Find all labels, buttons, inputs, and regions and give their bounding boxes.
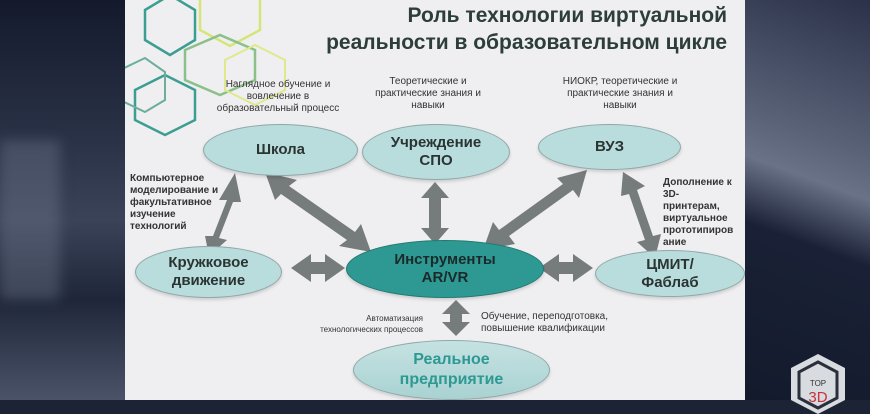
background-blur-text <box>760 0 781 103</box>
note-line: Наглядное обучение и <box>225 79 331 90</box>
note-circle: Компьютерное моделирование и факультатив… <box>130 173 230 233</box>
note-line: Обучение, переподготовка, <box>481 311 609 322</box>
node-real-enterprise: Реальное предприятие <box>353 340 550 400</box>
slide-title: Роль технологии виртуальной реальности в… <box>326 2 727 56</box>
note-line: моделирование и <box>130 185 219 196</box>
node-label: ВУЗ <box>595 138 624 155</box>
note-line: 3D- <box>663 189 680 200</box>
note-line: навыки <box>603 100 637 111</box>
arrow-school-circle <box>205 173 241 256</box>
arrow-center-cmit <box>539 254 593 282</box>
note-cmit: Дополнение к 3D- принтерам, виртуальное … <box>663 177 743 249</box>
arrow-center-enterprise <box>442 300 470 336</box>
node-label-line: Инструменты <box>394 251 496 268</box>
node-label-line: Кружковое <box>168 254 249 271</box>
node-label-line: СПО <box>419 152 453 169</box>
slide: Роль технологии виртуальной реальности в… <box>125 0 745 400</box>
diagram-graphics <box>125 0 661 336</box>
node-label-line: предприятие <box>399 371 504 388</box>
node-label-line: AR/VR <box>421 269 469 286</box>
note-line: Теоретические и <box>389 76 467 87</box>
node-label-line: Реальное <box>413 351 490 368</box>
note-line: ание <box>663 237 687 248</box>
node-label: Школа <box>255 141 306 158</box>
note-vuz: НИОКР, теоретические и практические знан… <box>550 76 690 112</box>
hexagon-decoration <box>125 0 286 137</box>
note-line: практические знания и <box>567 88 673 99</box>
note-line: технологий <box>130 221 187 232</box>
note-automation: Автоматизация технологических процессов <box>285 313 423 335</box>
title-line-1: Роль технологии виртуальной <box>407 4 727 27</box>
note-line: практические знания и <box>375 88 481 99</box>
node-cmit-fablab: ЦМИТ/Фаблаб <box>595 250 745 297</box>
note-spo: Теоретические и практические знания и на… <box>363 76 493 112</box>
node-label-line: ЦМИТ/ <box>646 255 694 273</box>
node-label: ЦМИТ/Фаблаб <box>641 256 698 292</box>
note-school: Наглядное обучение и вовлечение в образо… <box>203 79 353 115</box>
node-label-line: движение <box>171 272 246 289</box>
background-left <box>0 0 125 400</box>
note-line: технологических процессов <box>320 325 423 334</box>
title-line-2: реальности в образовательном цикле <box>326 31 727 54</box>
node-label-line: Фаблаб <box>641 273 699 291</box>
node-vuz: ВУЗ <box>538 124 681 170</box>
logo-top-text: TOP <box>810 379 826 388</box>
note-line: вовлечение в <box>246 91 310 102</box>
note-line: виртуальное <box>663 213 728 224</box>
note-line: Компьютерное <box>130 173 205 184</box>
note-line: повышение квалификации <box>481 323 605 334</box>
arrow-vuz-cmit <box>621 172 661 258</box>
note-line: факультативное <box>130 197 212 208</box>
note-line: Автоматизация <box>366 314 423 323</box>
note-line: НИОКР, теоретические и <box>562 76 678 87</box>
note-line: навыки <box>411 100 445 111</box>
top3d-logo: TOP 3D <box>791 354 845 414</box>
node-label-line: Учреждение <box>390 134 482 151</box>
node-school: Школа <box>203 124 358 176</box>
note-line: прототипиров <box>663 225 734 236</box>
logo-3d-text: 3D <box>808 389 827 406</box>
note-line: изучение <box>130 209 176 220</box>
note-line: Дополнение к <box>663 177 732 188</box>
arrow-circle-center <box>291 254 345 282</box>
arrow-school-center <box>265 172 371 252</box>
note-training: Обучение, переподготовка, повышение квал… <box>481 311 651 335</box>
note-line: принтерам, <box>663 201 720 212</box>
background-right <box>745 0 870 400</box>
node-label: Реальное предприятие <box>400 350 504 390</box>
arrow-vuz-center <box>483 170 587 250</box>
note-line: образовательный процесс <box>216 103 340 114</box>
connector-arrows <box>205 170 661 336</box>
arrow-spo-center <box>421 182 449 244</box>
